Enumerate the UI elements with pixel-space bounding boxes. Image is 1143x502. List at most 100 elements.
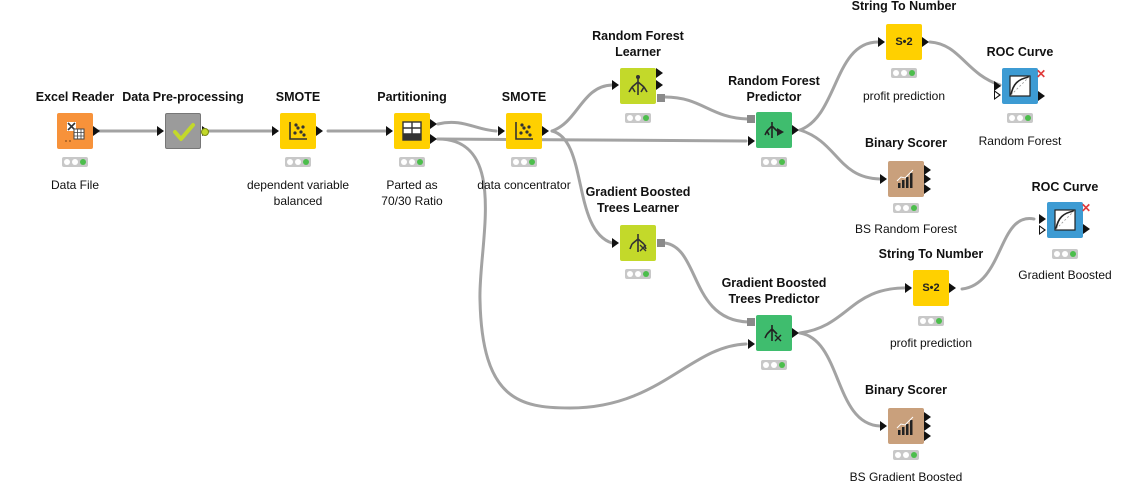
input-port[interactable] [612, 80, 619, 90]
connection-gbt-learner-to-gbt-predictor[interactable] [663, 241, 750, 324]
tree-predict-icon[interactable] [756, 112, 792, 148]
connection-smote-to-gbt-learner[interactable] [550, 129, 614, 245]
status-indicator [893, 203, 919, 213]
s2-icon[interactable]: S•2 [913, 270, 949, 306]
model-output-port[interactable] [657, 239, 665, 247]
status-indicator [1052, 249, 1078, 259]
connection-partitioning-to-rf-predictor[interactable] [436, 137, 748, 143]
output-port-train[interactable] [430, 119, 437, 129]
flow-variable-port-icon[interactable] [201, 128, 209, 136]
node-roc-curve-1[interactable]: ROC Curve ✕ Random Forest [950, 42, 1090, 182]
node-string-to-number-2[interactable]: String To Number S•2 profit prediction [861, 241, 1001, 381]
output-port[interactable] [792, 125, 799, 135]
status-indicator [761, 157, 787, 167]
input-port[interactable] [880, 174, 887, 184]
output-port[interactable] [93, 126, 100, 136]
input-port[interactable] [880, 421, 887, 431]
status-indicator [893, 450, 919, 460]
node-title: SMOTE [501, 90, 547, 104]
status-indicator [891, 68, 917, 78]
node-caption: dependent variable balanced [246, 178, 350, 208]
s2-icon[interactable]: S•2 [886, 24, 922, 60]
input-port[interactable] [1039, 214, 1046, 224]
node-rf-predictor[interactable]: Random Forest Predictor [704, 70, 844, 210]
flow-input-port[interactable] [994, 90, 1001, 100]
node-data-preprocessing[interactable]: Data Pre-processing [113, 84, 253, 224]
connection-rf-learner-to-rf-predictor[interactable] [663, 95, 750, 121]
bars-icon[interactable] [888, 161, 924, 197]
output-port[interactable] [1083, 224, 1090, 234]
output-port[interactable] [792, 328, 799, 338]
connection-gbt-predictor-to-binary-scorer[interactable] [798, 331, 882, 428]
connection-string-to-number-to-roc-2[interactable] [960, 217, 1036, 291]
checkmark-icon[interactable] [165, 113, 201, 149]
node-string-to-number-1[interactable]: String To Number S•2 profit prediction [834, 0, 974, 136]
output-port[interactable] [542, 126, 549, 136]
boost-predict-icon[interactable] [756, 315, 792, 351]
node-caption: BS Random Forest [854, 222, 958, 236]
connection-partitioning-to-gbt-predictor[interactable] [436, 137, 748, 410]
node-smote-2[interactable]: SMOTE data concentrator [454, 84, 594, 224]
node-gbt-learner[interactable]: Gradient Boosted Trees Learner [568, 182, 708, 322]
output-port[interactable] [316, 126, 323, 136]
connection-rf-predictor-to-string-to-number[interactable] [798, 40, 880, 132]
model-input-port[interactable] [747, 318, 755, 326]
status-indicator [1007, 113, 1033, 123]
node-title: Binary Scorer [865, 383, 947, 397]
node-binary-scorer-2[interactable]: Binary Scorer BS Gradient Boosted [836, 380, 976, 502]
connection-smote-to-rf-learner[interactable] [550, 83, 614, 133]
node-excel-reader[interactable]: Excel Reader Data File [5, 84, 145, 224]
model-output-port[interactable] [657, 94, 665, 102]
node-title: Data Pre-processing [122, 90, 244, 104]
excel-icon[interactable] [57, 113, 93, 149]
input-port[interactable] [612, 238, 619, 248]
output-port[interactable] [922, 37, 929, 47]
node-roc-curve-2[interactable]: ROC Curve ✕ Gradient Boosted [995, 176, 1135, 316]
output-port[interactable] [924, 184, 931, 194]
tree-icon[interactable] [620, 68, 656, 104]
scatter-icon[interactable] [280, 113, 316, 149]
input-port[interactable] [157, 126, 164, 136]
model-input-port[interactable] [747, 115, 755, 123]
node-partitioning[interactable]: Partitioning Parted as 70/30 Ratio [342, 84, 482, 224]
node-gbt-predictor[interactable]: Gradient Boosted Trees Predictor [704, 273, 844, 413]
connection-gbt-predictor-to-string-to-number[interactable] [798, 286, 912, 335]
s2-icon-text: S•2 [895, 36, 913, 48]
boost-icon[interactable] [620, 225, 656, 261]
partition-icon[interactable] [394, 113, 430, 149]
output-port[interactable] [924, 431, 931, 441]
connection-string-to-number-to-roc[interactable] [928, 40, 1002, 87]
roc-icon[interactable] [1002, 68, 1038, 104]
output-port[interactable] [656, 68, 663, 78]
node-smote-1[interactable]: SMOTE dependent variable balanced [228, 84, 368, 224]
output-port-test[interactable] [430, 134, 437, 144]
scatter-icon[interactable] [506, 113, 542, 149]
output-port[interactable] [1038, 91, 1045, 101]
connection-partitioning-to-smote[interactable] [436, 120, 498, 133]
input-port[interactable] [386, 126, 393, 136]
input-port[interactable] [905, 283, 912, 293]
node-title: Random Forest Learner [592, 29, 684, 59]
input-port[interactable] [748, 339, 755, 349]
output-port[interactable] [924, 421, 931, 431]
node-binary-scorer-1[interactable]: Binary Scorer BS Random Forest [836, 133, 976, 273]
flow-input-port[interactable] [1039, 225, 1046, 235]
output-port[interactable] [949, 283, 956, 293]
output-port[interactable] [656, 80, 663, 90]
bars-icon[interactable] [888, 408, 924, 444]
input-port[interactable] [498, 126, 505, 136]
input-port[interactable] [272, 126, 279, 136]
input-port[interactable] [748, 136, 755, 146]
input-port[interactable] [878, 37, 885, 47]
roc-icon[interactable] [1047, 202, 1083, 238]
connection-rf-predictor-to-binary-scorer[interactable] [798, 128, 882, 181]
input-port[interactable] [994, 81, 1001, 91]
node-rf-learner[interactable]: Random Forest Learner [568, 24, 708, 164]
output-port[interactable] [924, 174, 931, 184]
node-title: ROC Curve [986, 45, 1054, 59]
status-indicator [399, 157, 425, 167]
output-port[interactable] [924, 412, 931, 422]
output-port[interactable] [924, 165, 931, 175]
